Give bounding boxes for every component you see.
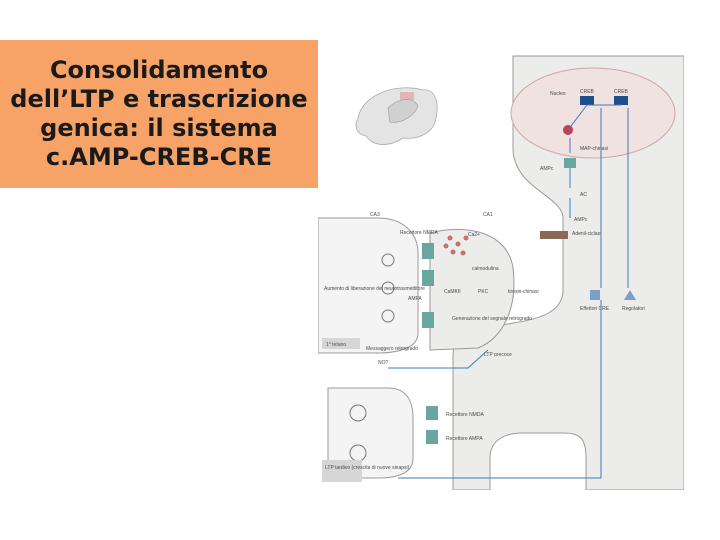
slide-title: Consolidamento dell’LTP e trascrizione g… xyxy=(0,56,318,172)
title-background xyxy=(0,40,318,188)
creb-box-2 xyxy=(614,96,628,105)
calcium-ions xyxy=(443,235,469,256)
rec-ampa-label: Recettore AMPA xyxy=(446,436,483,442)
ltp-early-label: LTP precoce xyxy=(484,352,512,358)
ltp-pathway-diagram: Nucleo CREB CREB MAP-chinasi AMPc AC AMP… xyxy=(318,38,684,490)
receptors xyxy=(422,243,434,328)
tyrk-label: tirosin-chinasi xyxy=(508,289,539,295)
vesicles xyxy=(381,253,395,323)
retro-msg-label: Messaggero retrogrado xyxy=(366,346,418,352)
regulator-icon xyxy=(624,290,636,300)
pka-label: AMPc xyxy=(540,166,554,172)
lower-receptors xyxy=(426,406,438,444)
nucleus xyxy=(510,67,676,159)
retrograde-arrow xyxy=(388,349,489,369)
ca3-label: CA3 xyxy=(370,212,380,218)
stimulus-box xyxy=(322,338,360,349)
title-line-3: genica: il sistema xyxy=(40,114,278,142)
late-ltp-box xyxy=(322,460,362,482)
title-line-4: c.AMP-CREB-CRE xyxy=(45,143,273,171)
ac-label: AC xyxy=(580,192,587,198)
nmda-top-label: Recettore NMDA xyxy=(400,230,438,236)
late-ltp-arrow xyxy=(398,300,602,479)
effectors-label: Effettori CRE xyxy=(580,306,610,312)
stim-label: 1° tetano xyxy=(326,342,346,348)
pka-icon xyxy=(564,158,576,168)
nucleo-label: Nucleo xyxy=(550,91,566,97)
no-label: NO? xyxy=(378,360,389,366)
creb-box-1 xyxy=(580,96,594,105)
camp-cascade xyxy=(569,108,629,288)
effector-icon xyxy=(590,290,600,300)
dendritic-spine xyxy=(429,228,515,351)
mapk-label: MAP-chinasi xyxy=(580,146,608,152)
creb-label-2: CREB xyxy=(614,89,629,95)
aumento-label: Aumento di liberazione del neurotrasmett… xyxy=(324,286,425,292)
adenylyl-label: Adenil-ciclasi xyxy=(572,231,601,237)
regulators-label: Regolatori xyxy=(622,306,645,312)
calmodulin-label: calmodulina xyxy=(472,266,499,272)
title-line-1: Consolidamento xyxy=(49,56,269,84)
ltp-late-label: LTP tardivo (crescita di nuove sinapsi) xyxy=(325,465,410,471)
ca-label: Ca2+ xyxy=(468,232,480,238)
title-line-2: dell’LTP e trascrizione xyxy=(10,85,308,113)
retrograde-label: Generazione del segnale retrogrado xyxy=(452,316,532,322)
adenylyl-cyclase xyxy=(540,231,568,239)
ampa-label: AMPA xyxy=(408,296,422,302)
pkc-label: PKC xyxy=(478,289,489,295)
creb-label-1: CREB xyxy=(580,89,595,95)
camkii-label: CaMKII xyxy=(444,289,461,295)
brain-icon xyxy=(355,87,438,145)
lower-presynaptic xyxy=(327,387,414,479)
ampc-label: AMPc xyxy=(574,217,588,223)
rec-nmda-label: Recettore NMDA xyxy=(446,412,484,418)
ca1-label: CA1 xyxy=(483,212,493,218)
